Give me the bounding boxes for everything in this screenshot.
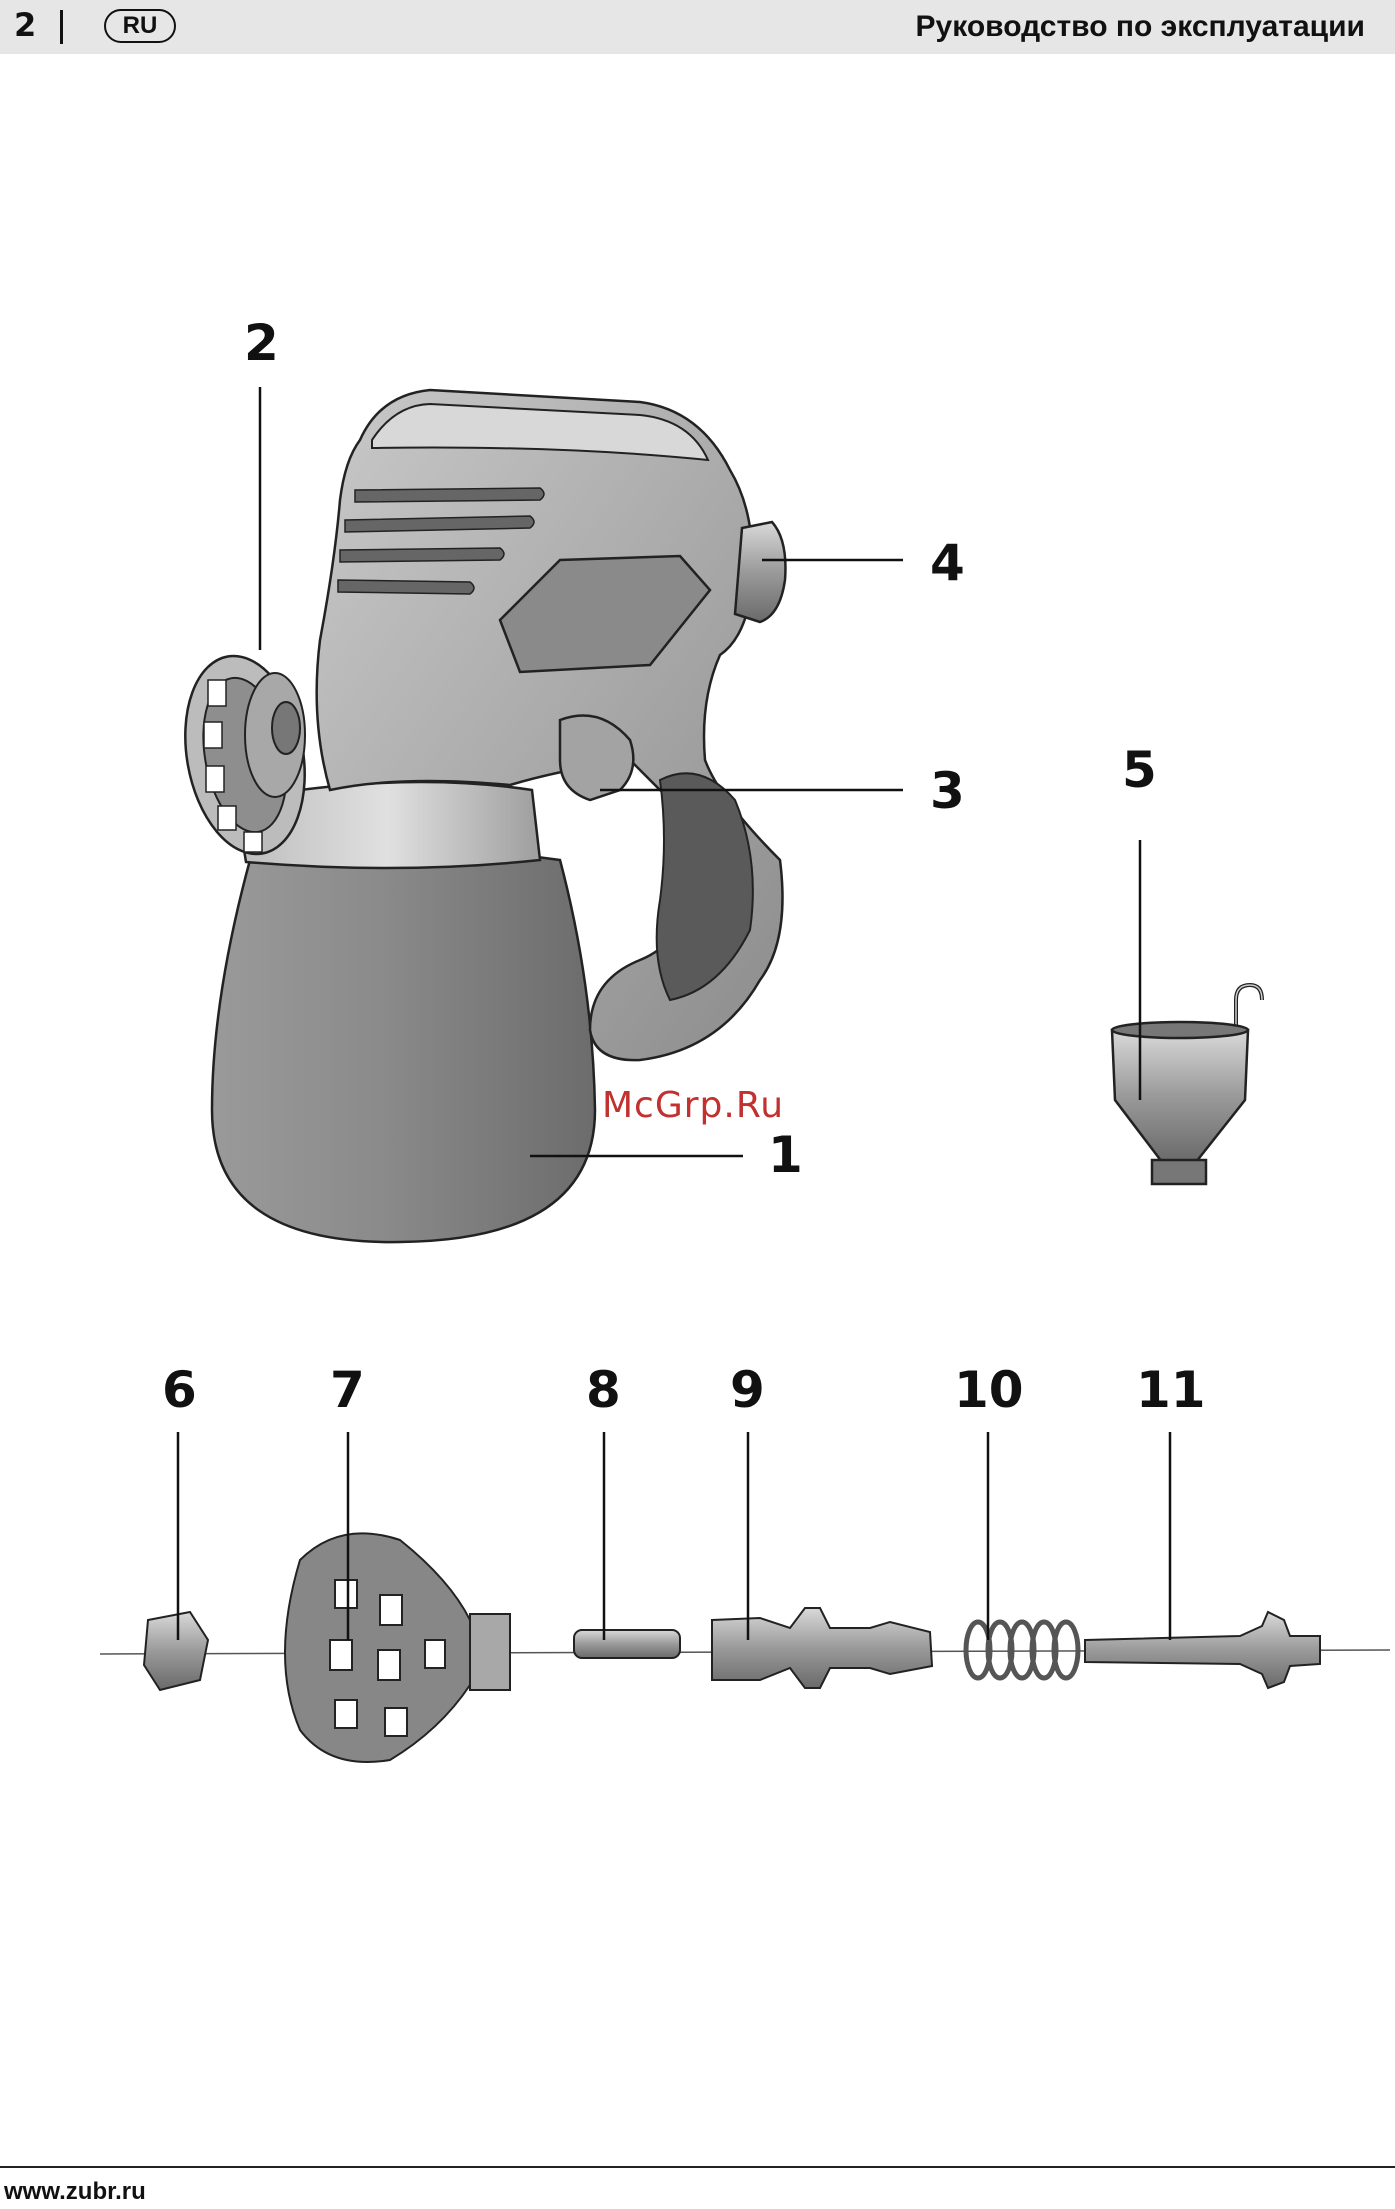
callout-7: 7 [330, 1365, 365, 1415]
callout-3: 3 [930, 766, 965, 816]
callout-10: 10 [954, 1365, 1024, 1415]
callout-6: 6 [162, 1365, 197, 1415]
header-separator [60, 10, 63, 44]
part-needle [1085, 1612, 1320, 1688]
page-header: 2 RU Руководство по эксплуатации [0, 0, 1395, 54]
callout-9: 9 [730, 1365, 765, 1415]
exploded-parts [100, 1533, 1390, 1762]
callout-4: 4 [930, 538, 965, 588]
language-badge: RU [104, 9, 176, 43]
vent-slot-1 [355, 488, 544, 502]
footer-divider [0, 2166, 1395, 2168]
vent-slot-3 [340, 548, 504, 562]
part-small-spring [574, 1630, 680, 1658]
page-number: 2 [14, 6, 36, 44]
page-title: Руководство по эксплуатации [916, 10, 1365, 44]
rear-knob [735, 522, 785, 622]
part-nozzle-insert [712, 1608, 932, 1688]
viscometer-cup [1112, 840, 1262, 1184]
footer-url[interactable]: www.zubr.ru [4, 2178, 146, 2206]
callout-11: 11 [1136, 1365, 1206, 1415]
paint-container [212, 850, 595, 1242]
part-spring [966, 1622, 1078, 1678]
callout-2: 2 [244, 318, 279, 368]
cup-body [1112, 1030, 1248, 1162]
vent-slot-4 [338, 580, 474, 594]
callout-1: 1 [768, 1130, 803, 1180]
callout-5: 5 [1122, 745, 1157, 795]
watermark: McGrp.Ru [602, 1085, 784, 1126]
callout-8: 8 [586, 1365, 621, 1415]
part-nut [144, 1612, 208, 1690]
